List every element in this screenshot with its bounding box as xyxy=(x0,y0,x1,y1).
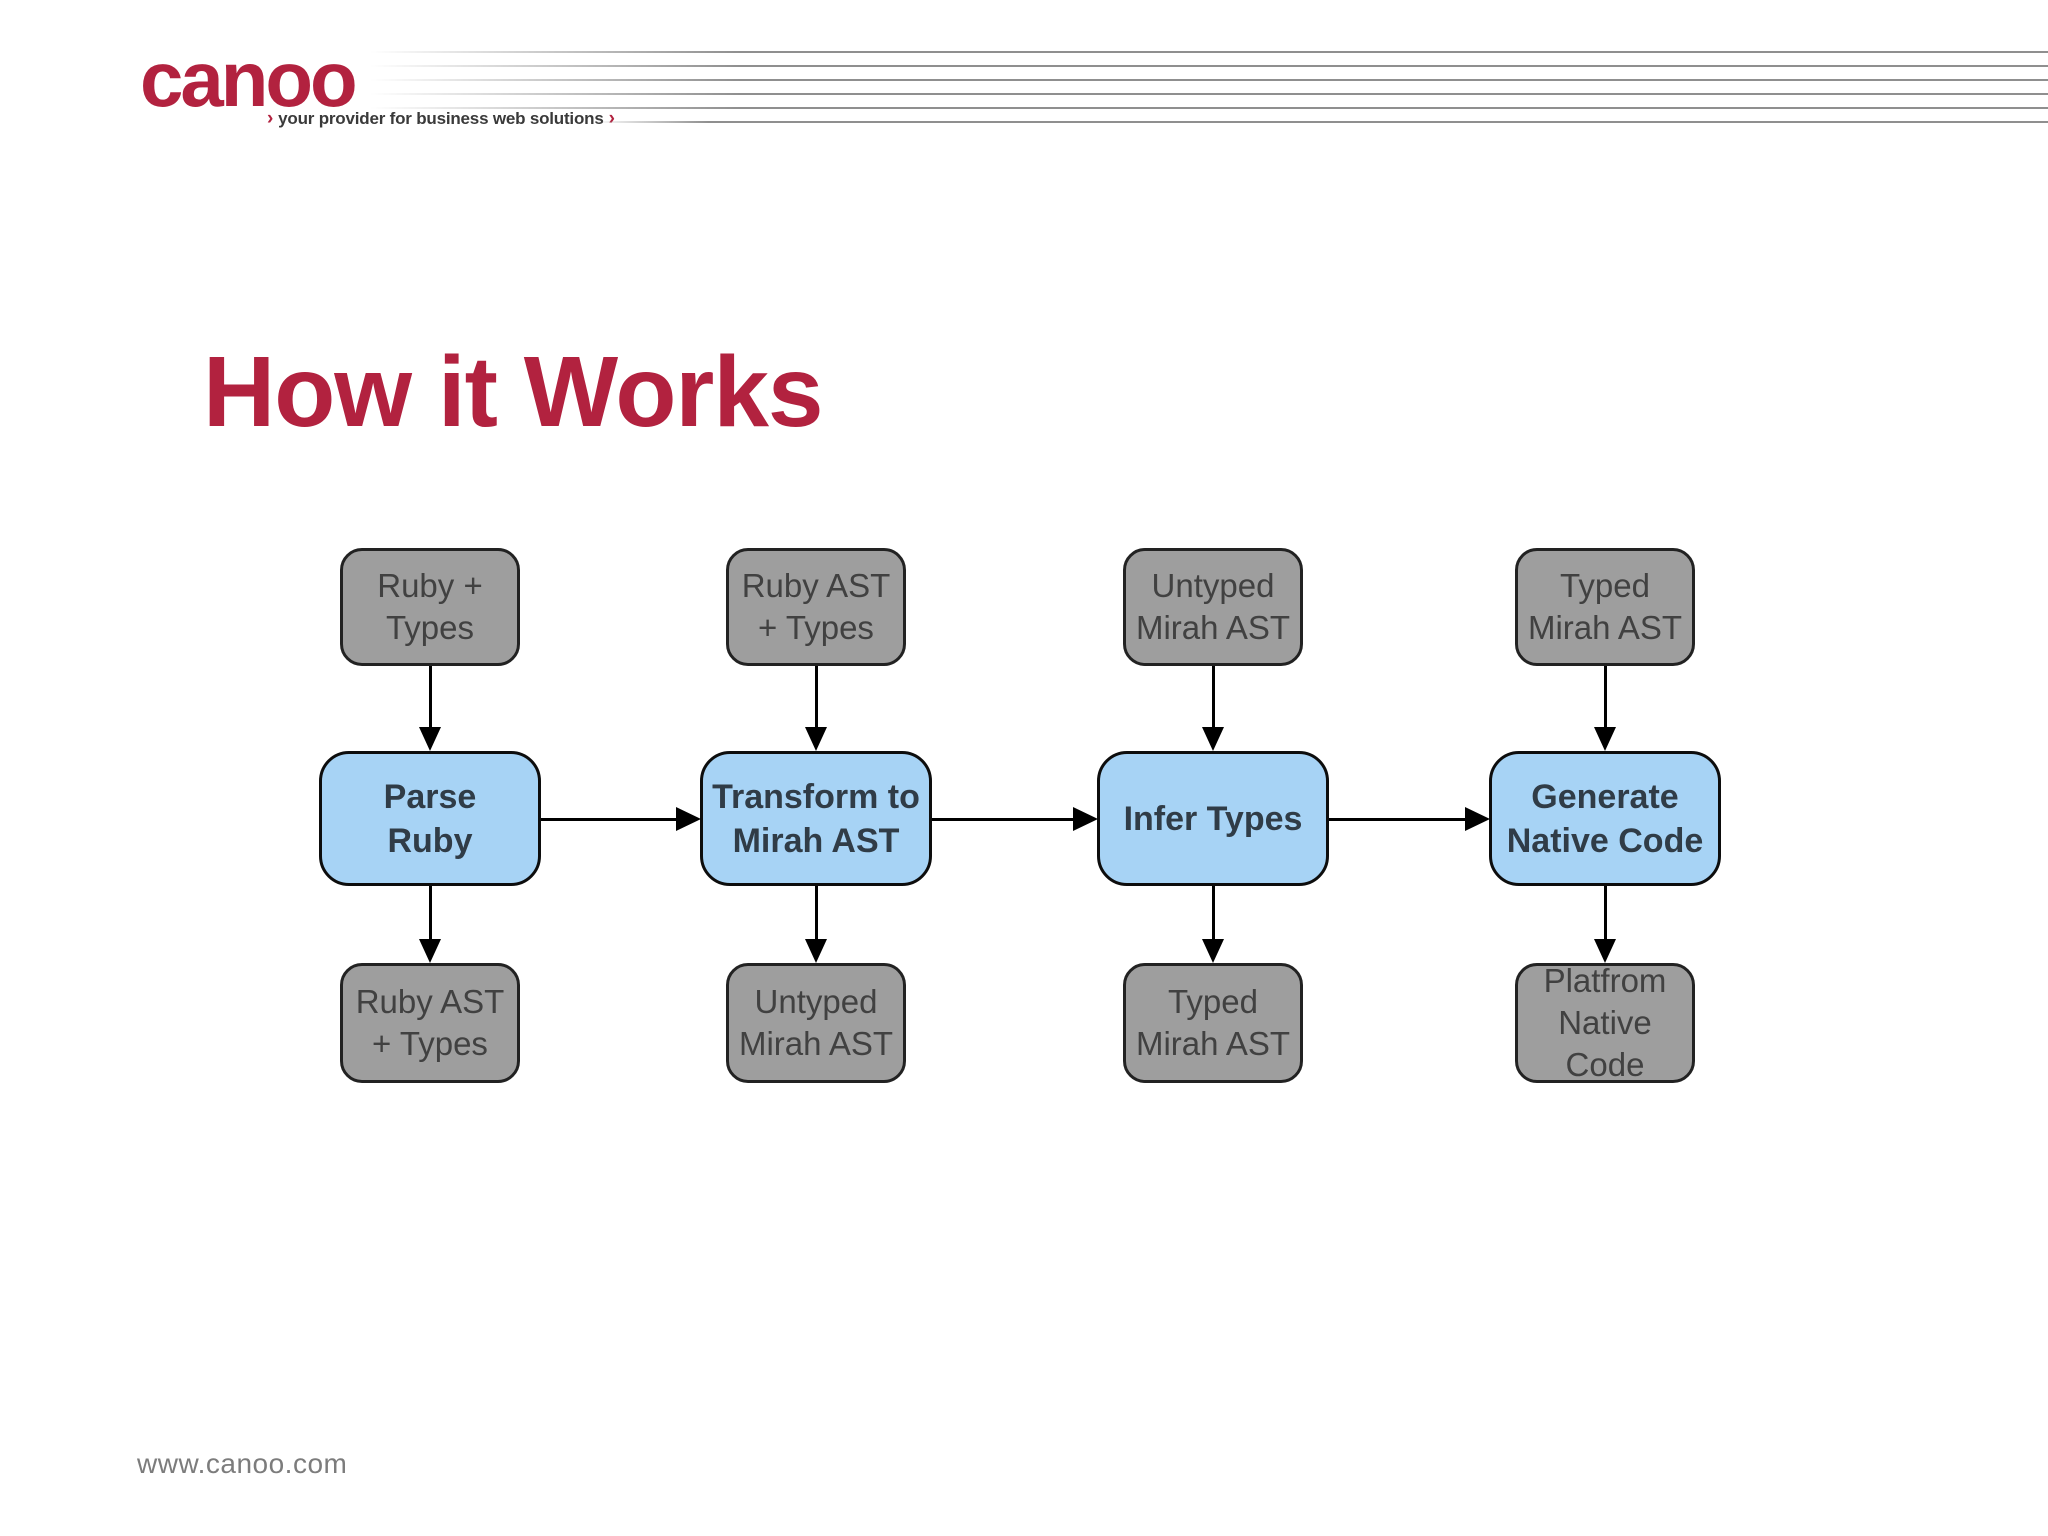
flow-box-output-ruby-ast-types: Ruby AST + Types xyxy=(340,963,520,1083)
logo-tagline: ›your provider for business web solution… xyxy=(262,108,620,130)
flow-box-generate-native-code: Generate Native Code xyxy=(1489,751,1721,886)
arrow-down-icon xyxy=(1202,727,1224,751)
flow-box-transform-to-mirah-ast: Transform to Mirah AST xyxy=(700,751,932,886)
arrow-line xyxy=(429,666,432,727)
arrow-line xyxy=(1604,666,1607,727)
arrow-down-icon xyxy=(805,939,827,963)
header-decor-line xyxy=(370,107,2048,109)
arrow-down-icon xyxy=(1594,939,1616,963)
arrow-right-icon xyxy=(1073,807,1098,831)
arrow-line xyxy=(1212,666,1215,727)
arrow-line xyxy=(1604,886,1607,939)
header-decor-line xyxy=(592,121,2048,123)
flow-box-output-typed-mirah-ast: Typed Mirah AST xyxy=(1123,963,1303,1083)
flow-box-input-typed-mirah-ast: Typed Mirah AST xyxy=(1515,548,1695,666)
canoo-logo: canoo xyxy=(140,35,358,123)
footer-url: www.canoo.com xyxy=(137,1448,348,1479)
flow-box-parse-ruby: Parse Ruby xyxy=(319,751,541,886)
flow-box-input-untyped-mirah-ast: Untyped Mirah AST xyxy=(1123,548,1303,666)
flow-box-input-ruby-ast-types: Ruby AST + Types xyxy=(726,548,906,666)
tagline-text: your provider for business web solutions xyxy=(278,109,604,128)
chevron-right-icon: › xyxy=(267,108,274,129)
arrow-right-icon xyxy=(1465,807,1490,831)
page-title: How it Works xyxy=(203,336,824,448)
arrow-line xyxy=(932,818,1073,821)
flow-box-output-untyped-mirah-ast: Untyped Mirah AST xyxy=(726,963,906,1083)
arrow-line xyxy=(1329,818,1465,821)
arrow-down-icon xyxy=(419,727,441,751)
header-decor-line xyxy=(370,79,2048,81)
flow-box-output-platform-native-code: Platfrom Native Code xyxy=(1515,962,1695,1083)
arrow-down-icon xyxy=(1202,939,1224,963)
arrow-line xyxy=(815,666,818,727)
arrow-down-icon xyxy=(805,727,827,751)
arrow-down-icon xyxy=(1594,727,1616,751)
arrow-line xyxy=(541,818,676,821)
arrow-line xyxy=(815,886,818,939)
chevron-right-icon: › xyxy=(608,108,615,129)
flow-box-input-ruby-types: Ruby + Types xyxy=(340,548,520,666)
flow-box-infer-types: Infer Types xyxy=(1097,751,1329,886)
arrow-down-icon xyxy=(419,939,441,963)
header-decor-line xyxy=(370,65,2048,67)
arrow-line xyxy=(1212,886,1215,939)
arrow-right-icon xyxy=(676,807,701,831)
header-decor-line xyxy=(370,93,2048,95)
header-decor-line xyxy=(370,51,2048,53)
arrow-line xyxy=(429,886,432,939)
